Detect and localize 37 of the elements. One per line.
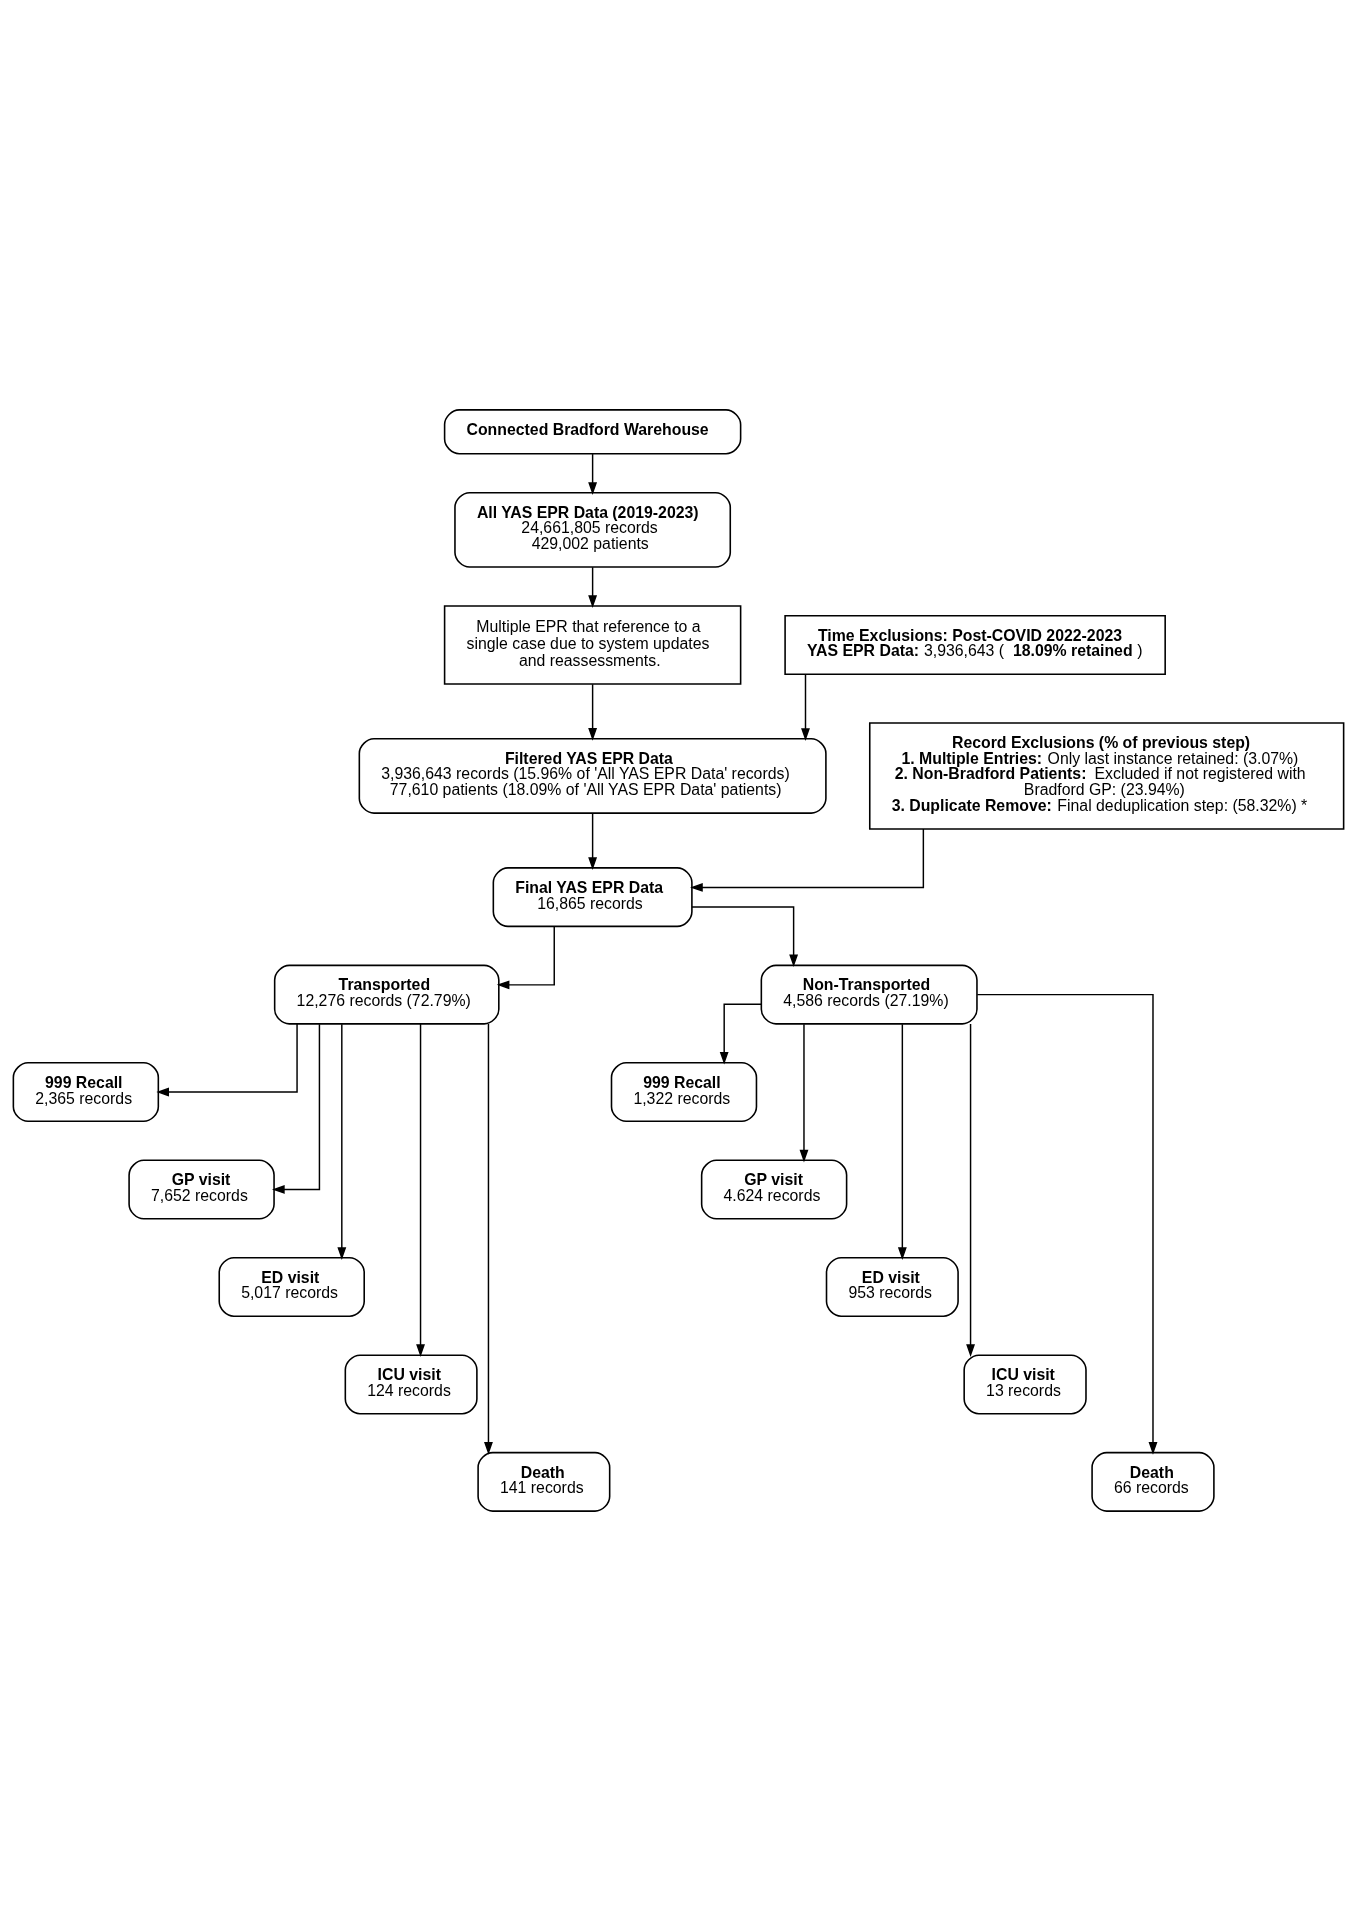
arrow (272, 1023, 321, 1194)
node-box: ICU visit 13 records (963, 1353, 1087, 1414)
arrow (690, 827, 925, 892)
arrow (719, 1003, 762, 1065)
arrow (799, 1023, 809, 1162)
arrow (588, 683, 598, 741)
node-box: GP visit 4.624 records (700, 1159, 848, 1220)
node-box: 999 Recall 1,322 records (610, 1061, 758, 1122)
node-box: ICU visit 124 records (344, 1353, 478, 1414)
arrow (966, 1022, 975, 1357)
node-box: GP visit 7,652 records (128, 1159, 275, 1220)
node-box: All YAS EPR Data (2019-2023) 24,661,805 records 429,002 patients (454, 491, 732, 568)
node-box: Death 141 records (477, 1451, 611, 1512)
node-box: Transported 12,276 records (72.79%) (273, 964, 500, 1025)
arrow (588, 812, 598, 870)
arrow (588, 566, 598, 608)
arrow (484, 1022, 493, 1455)
arrow (897, 1023, 907, 1260)
node-box: Multiple EPR that reference to a single case due to system updates and reassessments. (443, 604, 742, 685)
node-box: Filtered YAS EPR Data 3,936,643 records (15.96% of 'All YAS EPR Data' records) 77,610 patients (18.09% of 'All YAS EPR Data' patients) (358, 737, 827, 814)
arrow (588, 452, 598, 495)
arrow (976, 993, 1158, 1455)
node-box: 999 Recall 2,365 records (12, 1061, 160, 1122)
arrow (801, 673, 810, 741)
node-box: Record Exclusions (% of previous step) 1. Multiple Entries: Only last instance retained: (3.07%) 2. Non-Bradford Patients: Excluded if not registered with Bradford GP: (23.94%) 3. Duplicate Remove: Final deduplication step: (58.32%) * (868, 721, 1345, 830)
arrow (496, 925, 555, 989)
arrow (416, 1022, 425, 1357)
arrow (156, 1022, 298, 1096)
node-box: Final YAS EPR Data 16,865 records (492, 866, 693, 927)
node-box: ED visit 953 records (825, 1256, 959, 1317)
node-box: Time Exclusions: Post-COVID 2022-2023 YAS EPR Data: 3,936,643 (18.09% retained) (784, 614, 1166, 675)
arrow (337, 1023, 347, 1260)
node-box: Connected Bradford Warehouse (443, 408, 742, 455)
arrow (691, 905, 799, 967)
node-box: Non-Transported 4,586 records (27.19%) (760, 964, 978, 1025)
node-box: Death 66 records (1091, 1451, 1215, 1512)
node-box: ED visit 5,017 records (218, 1256, 365, 1317)
